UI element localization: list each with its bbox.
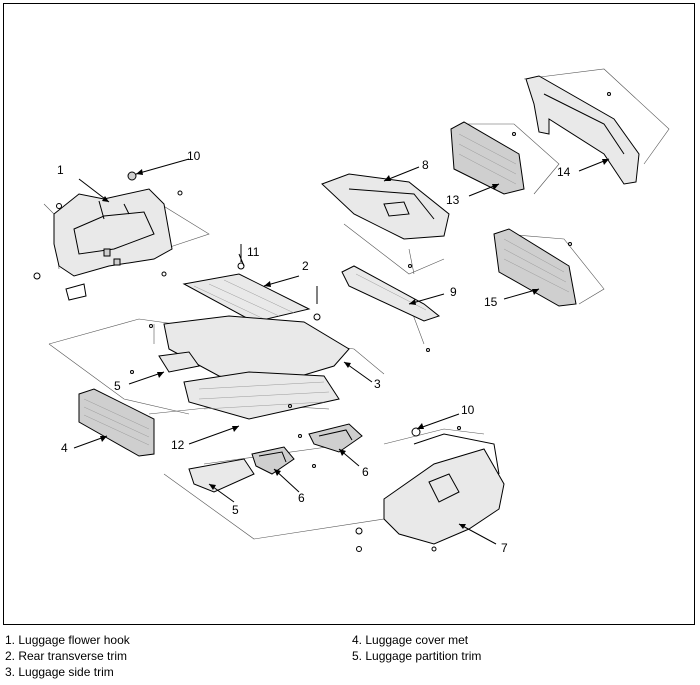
callout-2: 2 xyxy=(302,259,309,273)
parts-legend: 1. Luggage flower hook 2. Rear transvers… xyxy=(5,632,695,682)
callout-15: 15 xyxy=(484,295,498,309)
callout-6-right: 6 xyxy=(362,465,369,479)
part-rear-transverse-trim xyxy=(182,244,321,323)
legend-item: 4. Luggage cover met xyxy=(352,633,469,647)
part-sill-plate xyxy=(78,388,155,457)
part-upper-shelf-panel xyxy=(321,173,450,240)
callout-6-left: 6 xyxy=(298,491,305,505)
callout-7: 7 xyxy=(501,541,508,555)
part-floor-board xyxy=(183,371,340,420)
legend-item: 2. Rear transverse trim xyxy=(5,649,128,663)
legend-item: 1. Luggage flower hook xyxy=(5,633,130,647)
callout-10-lower: 10 xyxy=(461,403,475,417)
callout-11: 11 xyxy=(247,245,260,259)
callout-1: 1 xyxy=(57,163,64,177)
diagram-frame: 1 2 3 4 5 5 6 6 7 8 9 10 10 11 12 13 14 … xyxy=(3,3,695,625)
callout-4: 4 xyxy=(61,441,68,455)
leader-lines xyxy=(73,158,610,545)
part-bracket-right xyxy=(308,423,363,453)
part-right-side-trim xyxy=(355,427,505,552)
legend-item: 3. Luggage side trim xyxy=(5,665,114,679)
callout-5-upper: 5 xyxy=(114,379,121,393)
part-partition-trim-lower xyxy=(188,458,255,493)
part-partition-trim-upper xyxy=(158,351,200,373)
part-panel-13 xyxy=(450,121,525,195)
callout-12: 12 xyxy=(171,438,185,452)
callout-14: 14 xyxy=(557,165,571,179)
callout-labels: 1 2 3 4 5 5 6 6 7 8 9 10 10 11 12 13 14 … xyxy=(57,149,571,555)
callout-3: 3 xyxy=(374,377,381,391)
callout-9: 9 xyxy=(450,285,457,299)
callout-8: 8 xyxy=(422,158,429,172)
part-left-side-trim xyxy=(33,188,173,301)
part-bracket-left xyxy=(251,446,295,475)
part-panel-14 xyxy=(525,75,640,185)
part-trim-strip xyxy=(341,265,441,322)
part-panel-15 xyxy=(493,228,577,307)
exploded-view-diagram: 1 2 3 4 5 5 6 6 7 8 9 10 10 11 12 13 14 … xyxy=(33,68,670,555)
callout-10-upper: 10 xyxy=(187,149,201,163)
callout-5-lower: 5 xyxy=(232,503,239,517)
legend-item: 5. Luggage partition trim xyxy=(352,649,482,663)
fasteners xyxy=(127,92,611,468)
callout-13: 13 xyxy=(446,193,460,207)
